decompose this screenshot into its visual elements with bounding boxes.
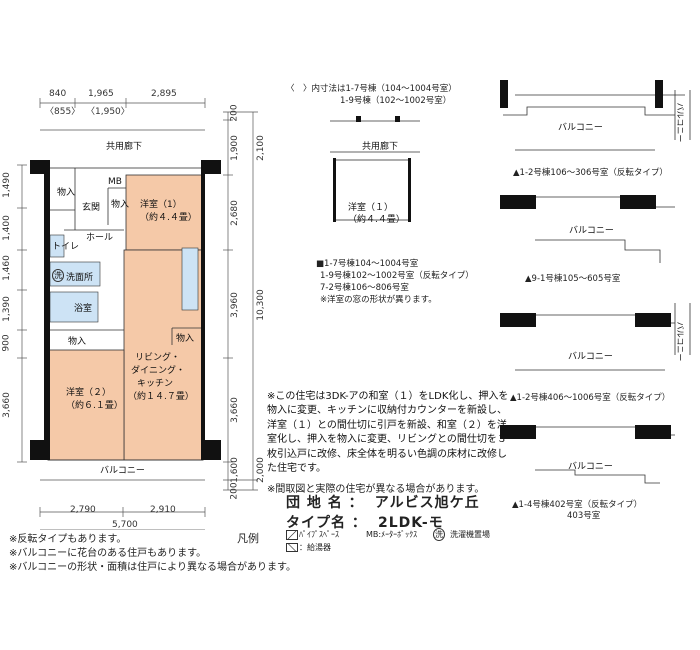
floor-plan bbox=[17, 98, 258, 530]
variant-legend-4: ※洋室の窓の形状が異ります。 bbox=[320, 295, 437, 305]
renovation-note: ※この住宅は3DK-アの和室（１）をLDK化し、押入を物入に変更、キッチンに収納… bbox=[267, 391, 509, 475]
dim-right-1: 200 bbox=[229, 104, 240, 122]
title-block: 団 地 名 ： アルビス旭ケ丘 タイプ名 ： 2LDK-モ bbox=[286, 492, 480, 532]
balcony-2-caption: ▲9-1号棟105～605号室 bbox=[525, 274, 621, 284]
washer-legend-icon: 洗 bbox=[433, 528, 445, 541]
room-mb: MB bbox=[108, 177, 122, 187]
balcony-1-label: バルコニー bbox=[558, 123, 603, 133]
legend-heading: 凡例 bbox=[237, 532, 259, 545]
balcony-variants bbox=[500, 80, 691, 484]
dim-top-2: 1,965 bbox=[88, 89, 114, 99]
balcony-3-side: バルコニー bbox=[675, 321, 685, 362]
dim-left-3: 1,460 bbox=[1, 255, 12, 281]
room-hall: ホール bbox=[86, 233, 114, 243]
disclaimer: ※間取図と実際の住宅が異なる場合があります。 bbox=[267, 484, 485, 495]
room-western-2: 洋室（２） bbox=[66, 388, 112, 398]
footnote-1: ※反転タイプもあります。 bbox=[9, 534, 127, 545]
balcony-4-caption-2: 403号室 bbox=[567, 511, 601, 521]
variant-room-label: 洋室（１） bbox=[348, 203, 394, 213]
variant-note-2: 1-9号棟（102～1002号室） bbox=[340, 96, 452, 106]
dim-bottom-total: 5,700 bbox=[112, 520, 138, 530]
dim-right-8: 1,600 bbox=[229, 457, 240, 483]
room-ldk-1: リビング・ bbox=[135, 353, 181, 363]
room-ldk-size: （約１４.７畳） bbox=[128, 392, 194, 402]
room-western-1: 洋室（1） bbox=[140, 200, 182, 210]
dim-right-9: 2,000 bbox=[255, 457, 266, 483]
legend-water-heater: ：給湯器 bbox=[299, 543, 331, 552]
dim-right-4: 2,680 bbox=[229, 200, 240, 226]
room-western-1-size: （約４.４畳） bbox=[140, 213, 197, 223]
legend-meter-box: MB:ﾒｰﾀｰﾎﾞｯｸｽ bbox=[366, 530, 418, 539]
variant-legend-2: 1-9号棟102～1002号室（反転タイプ） bbox=[320, 271, 474, 281]
variant-legend-1: ■1-7号棟104～1004号室 bbox=[316, 259, 419, 269]
variant-room-diagram bbox=[330, 116, 420, 222]
footnotes: ※反転タイプもあります。 ※バルコニーに花台のある住戸もあります。 ※バルコニー… bbox=[9, 533, 296, 575]
dim-top-3: 2,895 bbox=[151, 89, 177, 99]
room-ldk-3: キッチン bbox=[137, 379, 174, 389]
dim-right-6: 10,300 bbox=[255, 289, 266, 321]
dim-bottom-1: 2,790 bbox=[70, 505, 96, 515]
room-washroom: 洗面所 bbox=[66, 273, 94, 283]
dim-left-2: 1,400 bbox=[1, 215, 12, 241]
room-storage-1: 物入 bbox=[57, 188, 76, 198]
room-storage-3: 物入 bbox=[68, 337, 87, 347]
dim-left-6: 3,660 bbox=[1, 392, 12, 418]
variant-note-1: 〈 〉内寸法は1-7号棟（104～1004号室） bbox=[286, 84, 457, 94]
dim-right-2: 1,900 bbox=[229, 135, 240, 161]
room-ldk-2: ダイニング・ bbox=[131, 366, 186, 376]
legend-washer: 洗濯機置場 bbox=[450, 530, 490, 539]
dim-right-7: 3,660 bbox=[229, 397, 240, 423]
type-name: 2LDK-モ bbox=[377, 515, 444, 531]
washer-icon: 洗 bbox=[52, 269, 64, 282]
dim-left-1: 1,490 bbox=[1, 172, 12, 198]
complex-label: 団 地 名 ： bbox=[286, 495, 364, 511]
room-entrance: 玄関 bbox=[82, 203, 101, 213]
balcony-label: バルコニー bbox=[100, 466, 145, 476]
dim-left-4: 1,390 bbox=[1, 296, 12, 322]
dim-right-5: 3,960 bbox=[229, 292, 240, 318]
footnote-2: ※バルコニーに花台のある住戸もあります。 bbox=[9, 548, 207, 559]
room-storage-2: 物入 bbox=[111, 200, 130, 210]
dim-right-10: 200 bbox=[229, 482, 240, 500]
balcony-2-label: バルコニー bbox=[569, 226, 614, 236]
balcony-1-caption: ▲1-2号棟106～306号室（反転タイプ） bbox=[513, 168, 668, 178]
dim-top-alt-1: 〈855〉 bbox=[45, 107, 81, 117]
dim-left-5: 900 bbox=[1, 334, 12, 352]
complex-name: アルビス旭ケ丘 bbox=[374, 495, 480, 511]
room-western-2-size: （約６.１畳） bbox=[66, 401, 123, 411]
legend-pipe-space: ﾊﾟｲﾌﾟｽﾍﾟｰｽ bbox=[299, 530, 339, 539]
dim-top-1: 840 bbox=[49, 89, 67, 99]
balcony-3-caption: ▲1-2号棟406～1006号室（反転タイプ） bbox=[510, 393, 671, 403]
balcony-3-label: バルコニー bbox=[568, 352, 613, 362]
type-label: タイプ名 ： bbox=[286, 515, 367, 531]
variant-legend-3: 7-2号棟106～806号室 bbox=[320, 283, 409, 293]
variant-corridor-label: 共用廊下 bbox=[362, 142, 399, 152]
dim-top-alt-2: 〈1,950〉 bbox=[86, 107, 130, 117]
balcony-4-label: バルコニー bbox=[568, 462, 613, 472]
footnote-3: ※バルコニーの形状・面積は住戸により異なる場合があります。 bbox=[9, 562, 296, 573]
room-toilet: トイレ bbox=[52, 242, 80, 252]
balcony-4-caption-1: ▲1-4号棟402号室（反転タイプ） bbox=[512, 500, 643, 510]
dim-right-3: 2,100 bbox=[255, 135, 266, 161]
pipe-space-icon bbox=[286, 530, 298, 540]
room-bath: 浴室 bbox=[74, 304, 93, 314]
dim-bottom-2: 2,910 bbox=[150, 505, 176, 515]
balcony-1-side: バルコニー bbox=[675, 102, 685, 143]
variant-room-size: （約４.４畳） bbox=[348, 215, 405, 225]
room-storage-4: 物入 bbox=[176, 334, 195, 344]
corridor-label: 共用廊下 bbox=[106, 142, 143, 152]
water-heater-icon bbox=[286, 543, 298, 552]
